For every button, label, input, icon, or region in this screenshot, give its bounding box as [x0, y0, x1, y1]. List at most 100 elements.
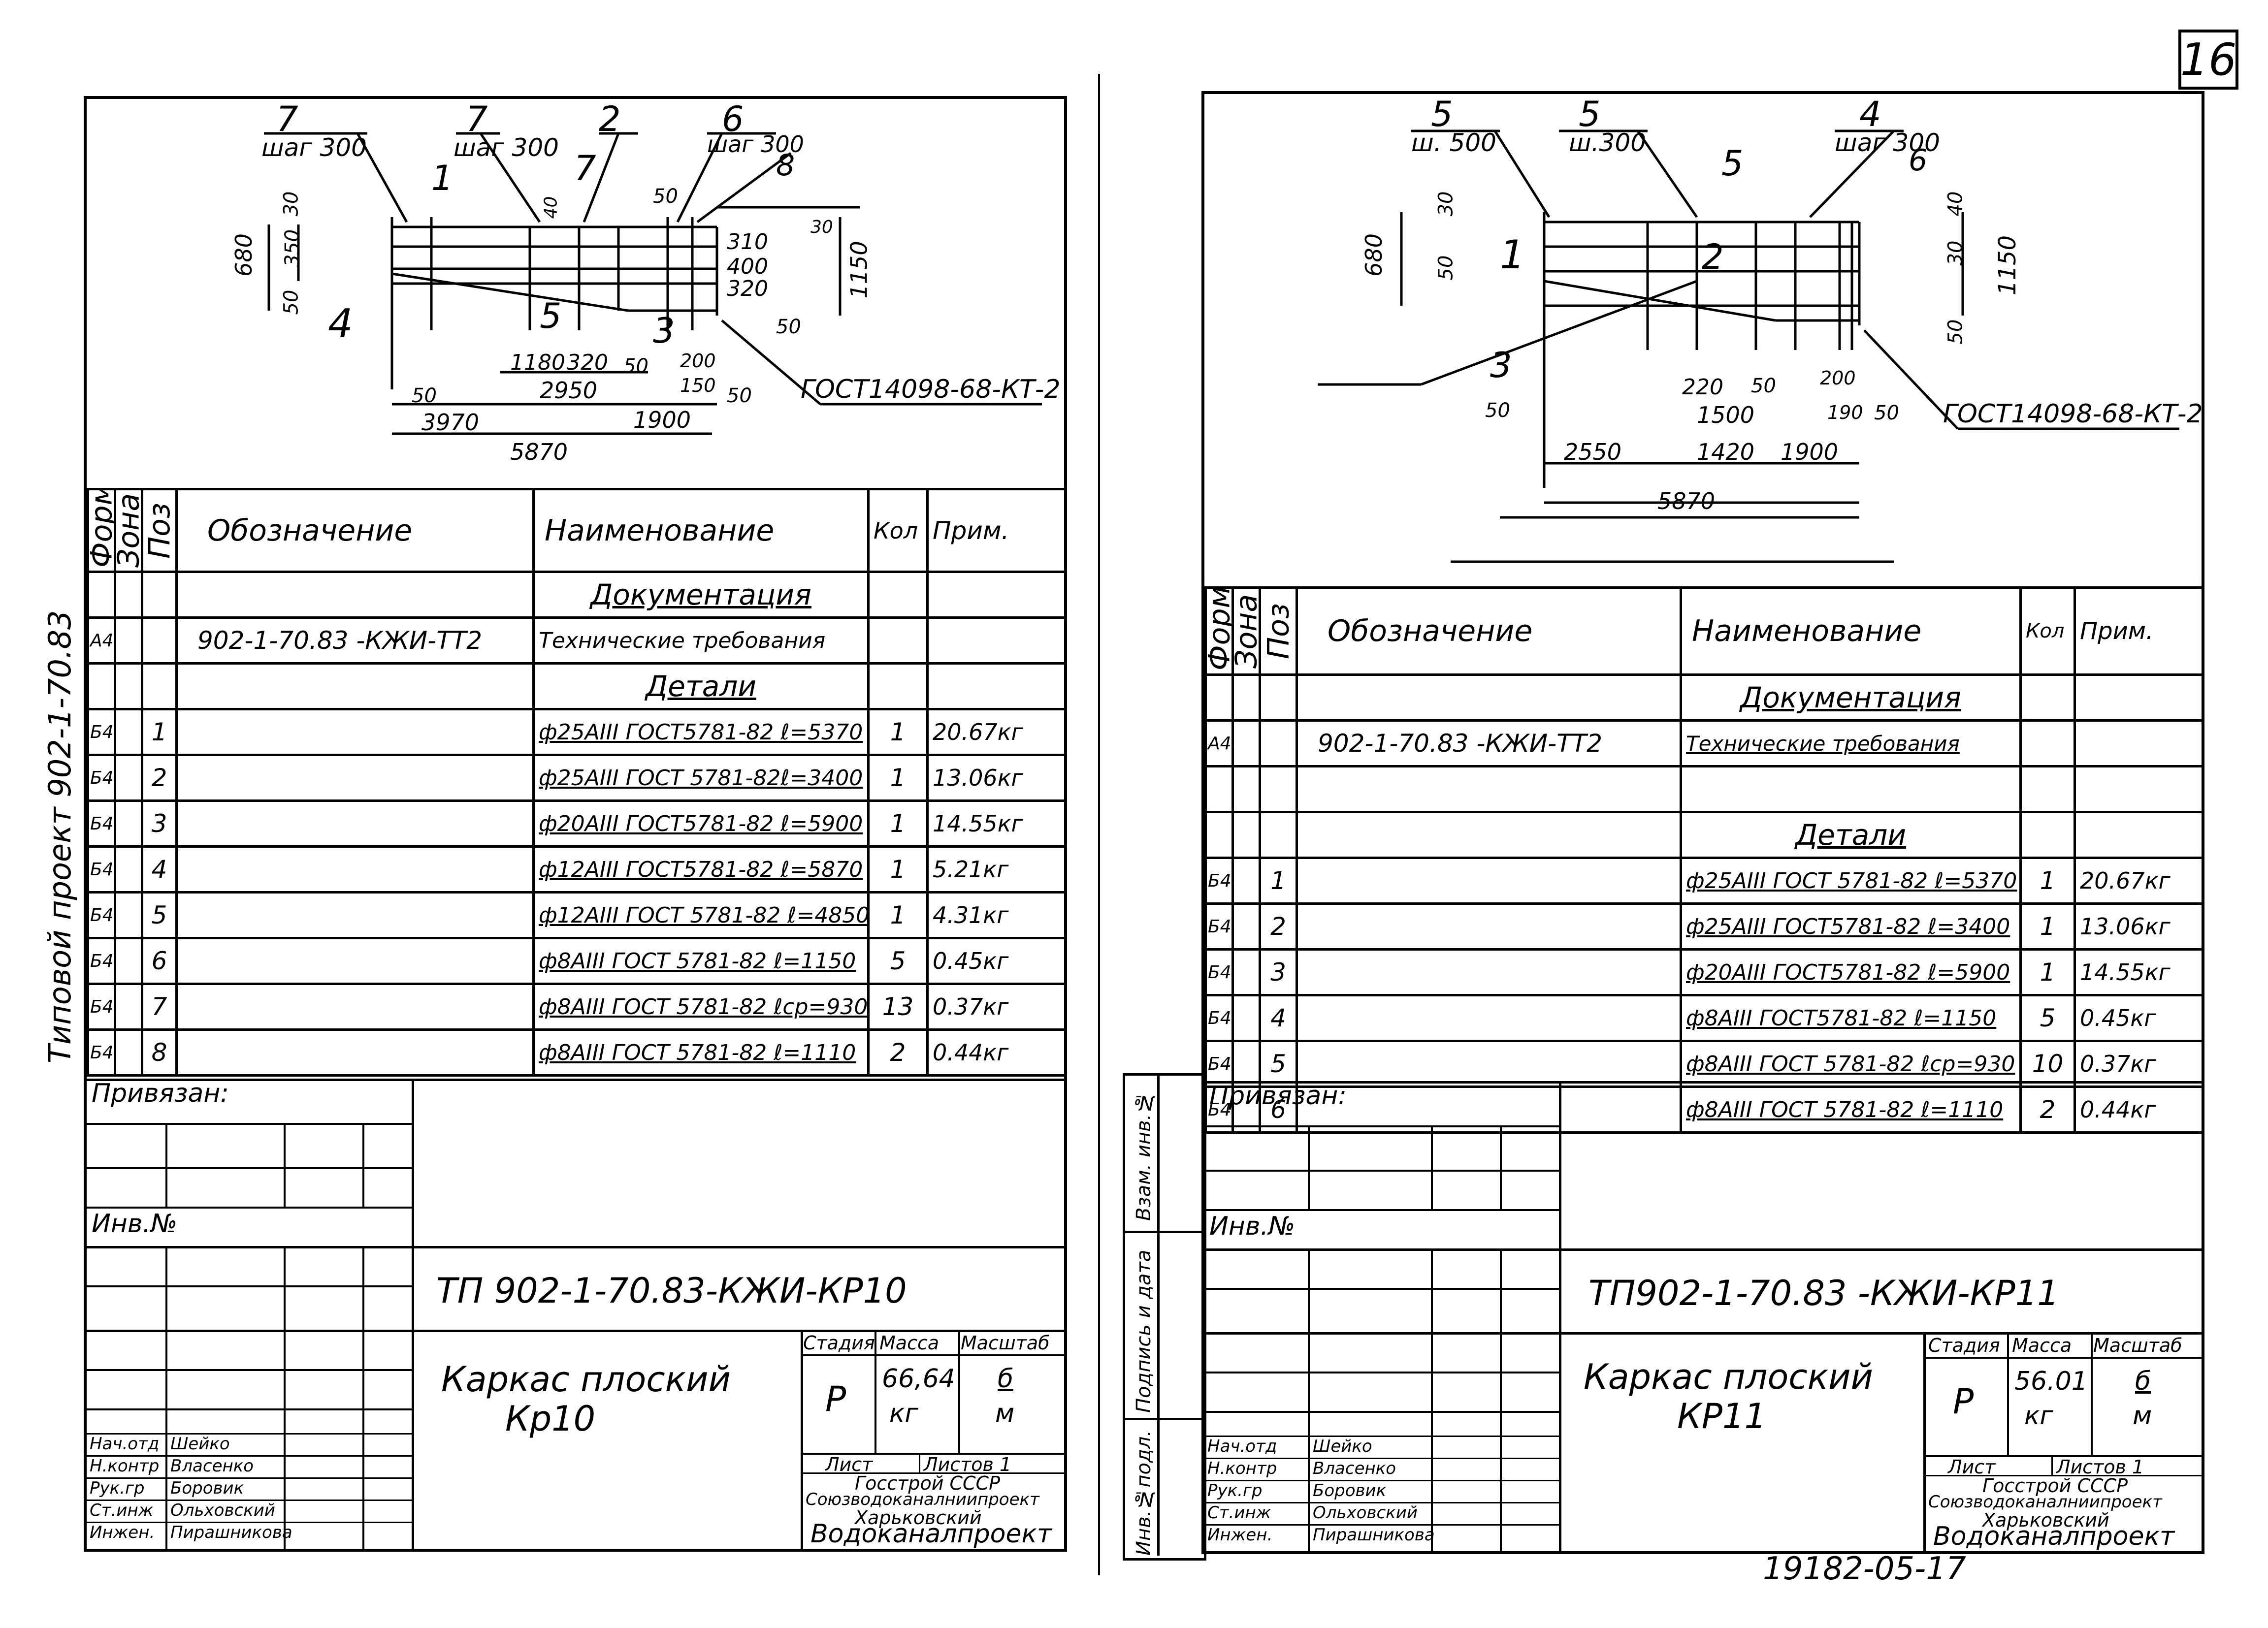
row-format: Б4: [87, 937, 116, 986]
row-format: Б4: [87, 799, 116, 848]
row-format: Б4: [1204, 902, 1234, 951]
row-format: Б4: [1204, 1040, 1234, 1088]
r-org-2: Союзводоканалниипроект: [1928, 1492, 2162, 1512]
r-callout-5a-step: ш. 500: [1411, 128, 1496, 157]
signer-name: Ольховский: [170, 1500, 275, 1520]
r-dim-220: 220: [1682, 375, 1723, 400]
signer-role: Н.контр: [90, 1456, 160, 1476]
row-designation: [175, 1028, 535, 1077]
callout-7b: 7: [466, 99, 488, 139]
row-format: Б4: [1204, 994, 1234, 1042]
row-designation: [1296, 857, 1682, 905]
signer-role: Рук.гр: [1207, 1481, 1263, 1500]
row-qty: 5: [2019, 994, 2076, 1042]
dim-50c: 50: [776, 316, 801, 338]
privyazan-label: Привязан:: [92, 1079, 229, 1108]
row-qty: 13: [867, 983, 929, 1031]
margin-stamp-divider: [1157, 1073, 1160, 1556]
row-name: ф8АIII ГОСТ 5781-82 ℓ=1150: [532, 937, 870, 986]
signer-role: Инжен.: [90, 1523, 155, 1542]
section-docs: Документация: [532, 571, 870, 619]
row-name: ф8АIII ГОСТ5781-82 ℓ=1150: [1680, 994, 2022, 1042]
r-callout-4: 4: [1859, 94, 1881, 134]
signer-role: Нач.отд: [1207, 1436, 1277, 1456]
r-inv-label: Инв.№: [1209, 1212, 1296, 1241]
inv-label: Инв.№: [92, 1209, 178, 1239]
callout-4: 4: [328, 301, 353, 347]
callout-2: 2: [599, 99, 621, 139]
org-3: Харьковский: [855, 1507, 982, 1529]
signer-role: Нач.отд: [90, 1434, 160, 1454]
row-zone: [114, 845, 143, 894]
h-mass: Масса: [879, 1332, 940, 1354]
dim-1150: 1150: [845, 241, 873, 299]
signer-role: Ст.инж: [90, 1500, 154, 1520]
r-dim-50e: 50: [1485, 399, 1510, 422]
row-note: 0.45кг: [926, 937, 1067, 986]
r-scale-den: м: [2133, 1401, 2152, 1431]
row-qty: 1: [2019, 857, 2076, 905]
r-dim-50b: 50: [1944, 319, 1967, 345]
right-frame-svg: [1318, 129, 2179, 563]
r-col-qty: Кол: [2019, 586, 2076, 676]
gost-label: ГОСТ14098-68-КТ-2: [801, 375, 1061, 404]
callout-8: 8: [776, 148, 795, 183]
dim-1900: 1900: [633, 407, 691, 433]
row-designation: [175, 708, 535, 757]
row-qty: 1: [867, 754, 929, 802]
r-col-designation: Обозначение: [1296, 586, 1682, 676]
row-pos: 3: [141, 799, 178, 848]
callout-7b-step: шаг 300: [454, 133, 559, 162]
row-qty: 2: [867, 1028, 929, 1077]
dim-400: 400: [727, 254, 768, 279]
callout-7a-step: шаг 300: [261, 133, 367, 162]
r-dim-200: 200: [1820, 367, 1856, 389]
mass-value: 66,64: [882, 1364, 955, 1394]
r-org-4: Водоканалпроект: [1933, 1522, 2175, 1551]
r-stage-value: Р: [1953, 1381, 1974, 1422]
row-format: Б4: [1204, 857, 1234, 905]
row-pos: 1: [141, 708, 178, 757]
callout-7c: 7: [574, 148, 596, 189]
row-qty: 1: [867, 799, 929, 848]
h-scale: Масштаб: [961, 1332, 1050, 1354]
r-scale-num: б: [2135, 1367, 2151, 1396]
dim-3970: 3970: [421, 409, 480, 436]
row-designation: [175, 754, 535, 802]
row-zone: [114, 891, 143, 940]
r-doc-designation: 902-1-70.83 -КЖИ-ТТ2: [1296, 719, 1682, 767]
row-note: 14.55кг: [2074, 948, 2204, 996]
stage-value: Р: [825, 1379, 846, 1419]
row-designation: [1296, 948, 1682, 996]
row-designation: [1296, 994, 1682, 1042]
r-org-3: Харьковский: [1982, 1509, 2109, 1531]
dim-40: 40: [541, 196, 561, 219]
row-zone: [114, 799, 143, 848]
callout-3: 3: [653, 311, 675, 351]
right-spec-table: Формат Зона Поз Обозначение Наименование…: [1204, 586, 2204, 1134]
row-designation: [1296, 1085, 1682, 1134]
sheet-right: 5 ш. 500 5 ш.300 4 шаг 300 6 5 1 2 3 680…: [1201, 91, 2204, 1554]
col-name: Наименование: [532, 487, 870, 574]
org-2: Союзводоканалниипроект: [806, 1490, 1039, 1509]
row-zone: [114, 937, 143, 986]
row-zone: [114, 1028, 143, 1077]
signer-name: Пирашникова: [1313, 1525, 1435, 1545]
sheet-separator: [1098, 74, 1100, 1575]
r-h-stage: Стадия: [1928, 1335, 2000, 1356]
right-frame-drawing: 5 ш. 500 5 ш.300 4 шаг 300 6 5 1 2 3 680…: [1204, 94, 2203, 586]
r-section-docs: Документация: [1680, 673, 2022, 722]
row-qty: 2: [2019, 1085, 2076, 1134]
signer-name: Шейко: [170, 1434, 230, 1454]
r-col-format: Формат: [1205, 587, 1233, 675]
signer-role: Ст.инж: [1207, 1503, 1271, 1523]
